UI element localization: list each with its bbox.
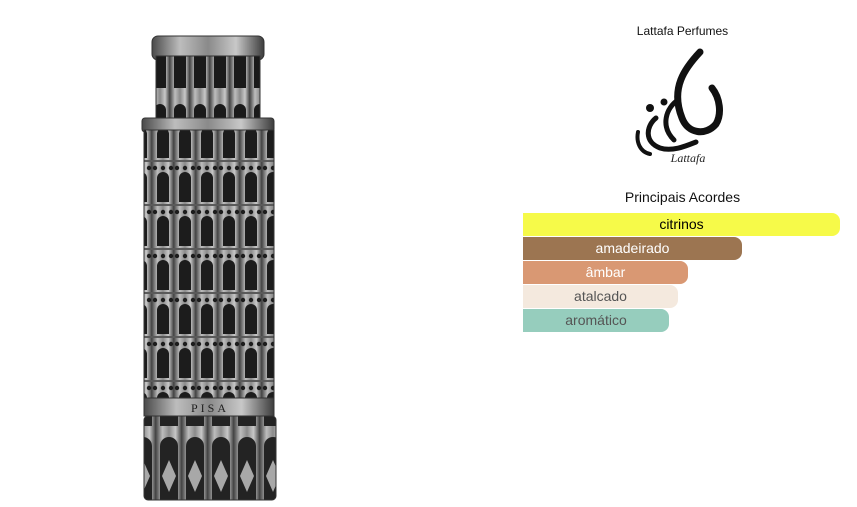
bottle-engraving: PISA: [191, 401, 229, 415]
accord-bar-4: aromático: [523, 309, 669, 332]
accords-title: Principais Acordes: [624, 189, 741, 205]
brand-name[interactable]: Lattafa Perfumes: [636, 24, 729, 38]
brand-logo[interactable]: Lattafa: [630, 48, 730, 166]
brand-logo-wordmark: Lattafa: [670, 151, 706, 165]
accord-bar-2: âmbar: [523, 261, 688, 284]
accord-bar-0: citrinos: [523, 213, 840, 236]
accord-bar-3: atalcado: [523, 285, 678, 308]
product-bottle-image: PISA: [141, 35, 277, 501]
accord-bar-1: amadeirado: [523, 237, 742, 260]
